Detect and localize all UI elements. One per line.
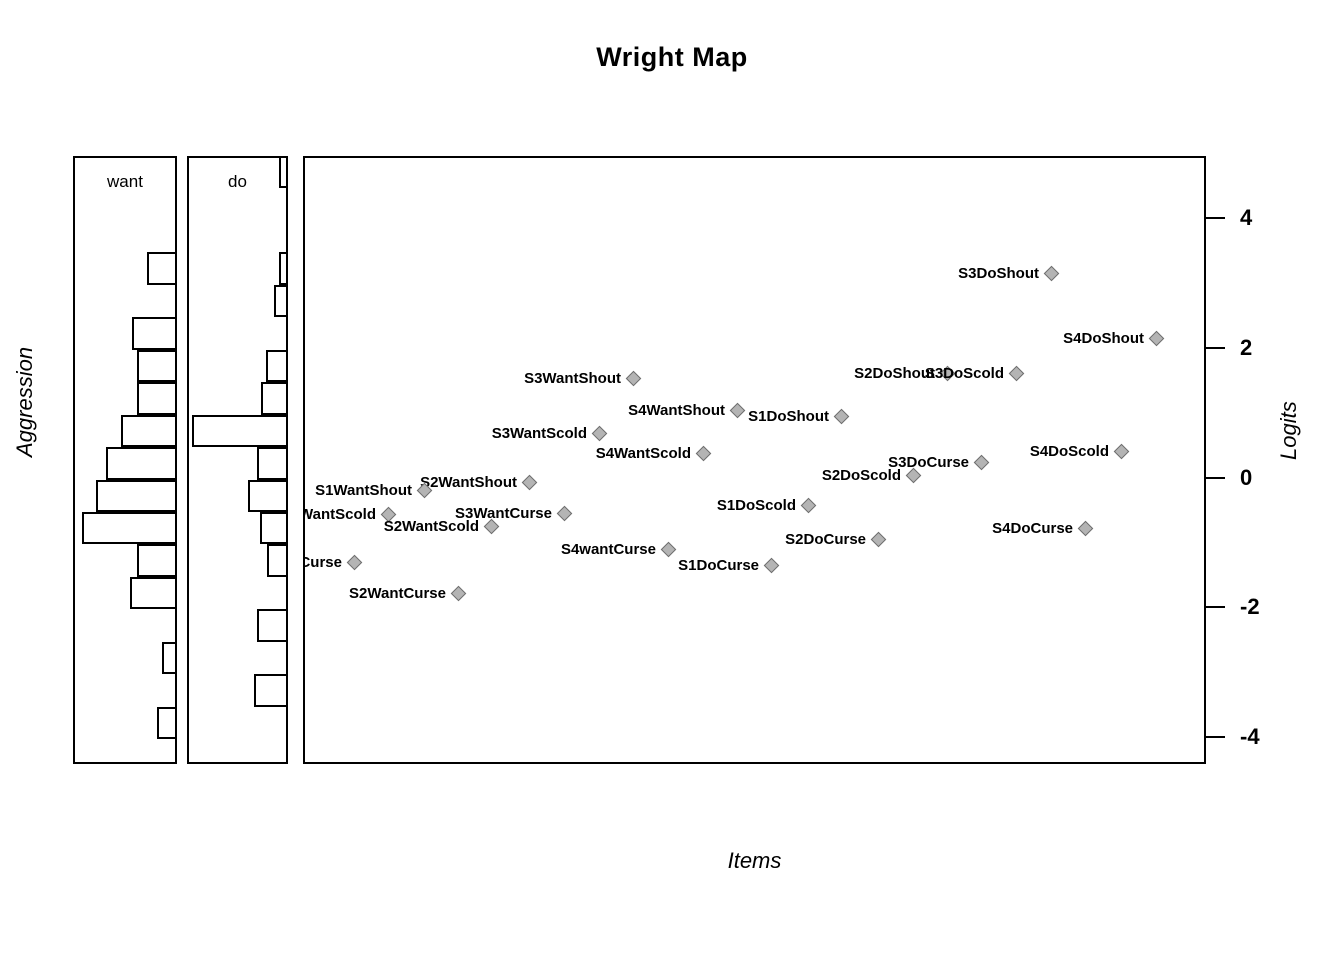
bottom-axis-label: Items (727, 848, 782, 873)
item-label: S4DoCurse (992, 520, 1073, 538)
item-label: S3DoShout (958, 264, 1039, 282)
want-histogram-bar (162, 641, 175, 675)
do-histogram-bar (279, 158, 286, 188)
item-marker-diamond (450, 586, 467, 602)
want-histogram-bar (132, 317, 175, 350)
item-label: S4DoScold (1029, 443, 1109, 461)
item-marker-diamond (870, 532, 887, 548)
want-histogram-bar (130, 576, 175, 610)
right-axis-tick (1206, 346, 1225, 349)
do-histogram-bar (192, 414, 286, 448)
right-axis-tick-label: -4 (1240, 724, 1260, 749)
item-label: S4DoShout (1063, 330, 1144, 348)
item-marker-diamond (973, 455, 990, 471)
want-histogram-bar (147, 252, 175, 285)
item-label: S2DoScold (821, 466, 901, 484)
item-label: S1DoShout (748, 408, 829, 426)
item-label: S1WantShout (315, 481, 412, 499)
item-marker-diamond (695, 445, 712, 462)
item-label: S2DoShout (854, 364, 935, 382)
right-axis-tick (1206, 217, 1225, 219)
item-label: S3WantShout (524, 369, 621, 387)
do-histogram-bar (267, 544, 286, 577)
item-marker-diamond (1113, 443, 1130, 460)
item-label: S3WantScold (491, 425, 587, 443)
right-axis-tick (1206, 606, 1225, 609)
do-histogram-bar (248, 479, 286, 512)
do-histogram-bar (254, 674, 286, 707)
item-label: S1DoScold (716, 497, 796, 515)
item-label: S4WantScold (595, 445, 691, 463)
item-label: S4wantCurse (560, 541, 656, 559)
want-histogram-bar (106, 447, 175, 480)
item-label: S3WantCurse (455, 504, 552, 522)
want-histogram-bar (82, 511, 175, 545)
want-histogram-bar (157, 706, 175, 739)
item-marker-diamond (729, 402, 746, 418)
do-histogram-bar (266, 349, 286, 383)
item-label: S2WantShout (420, 473, 517, 491)
item-marker-diamond (1043, 265, 1060, 282)
want-histogram-bar (137, 544, 175, 577)
item-marker-diamond (521, 474, 538, 491)
item-label: S3DoScold (924, 364, 1004, 382)
want-histogram-bar (137, 349, 175, 383)
do-histogram-bar (257, 447, 286, 480)
page-title: Wright Map (596, 42, 748, 72)
item-label: S2WantScold (383, 517, 479, 535)
want-histogram-bar (121, 414, 175, 448)
do-histogram-bar (261, 382, 286, 415)
right-axis-tick-label: -2 (1240, 594, 1260, 620)
item-marker-diamond (556, 505, 573, 522)
item-label: S2DoCurse (785, 531, 866, 549)
want-panel-header: want (107, 172, 143, 191)
right-axis-tick (1206, 476, 1225, 479)
item-marker-diamond (625, 370, 642, 387)
want-histogram-bar (137, 382, 175, 415)
item-marker-diamond (591, 425, 608, 442)
item-label: S4WantShout (628, 401, 725, 419)
item-label: S1WantCurse (305, 553, 342, 571)
item-marker-diamond (346, 554, 363, 570)
do-panel-header: do (228, 172, 247, 191)
item-marker-diamond (1008, 365, 1025, 382)
item-label: S1DoCurse (678, 556, 759, 574)
item-marker-diamond (660, 541, 677, 558)
right-axis-tick-label: 4 (1240, 205, 1253, 230)
item-marker-diamond (833, 408, 850, 425)
item-label: S1WantScold (305, 506, 376, 524)
want-histogram-bar (96, 479, 175, 512)
do-histogram-bar (279, 252, 286, 285)
item-label: S2WantCurse (349, 585, 446, 603)
do-histogram-bar (257, 609, 286, 642)
right-axis-tick (1206, 736, 1225, 738)
want-histogram-panel: want (73, 156, 177, 764)
do-histogram-panel: do (187, 156, 288, 764)
item-label: S3DoCurse (888, 454, 969, 472)
item-marker-diamond (1148, 331, 1165, 347)
right-axis-tick-label: 0 (1240, 464, 1253, 490)
item-marker-diamond (763, 557, 780, 574)
item-marker-diamond (800, 497, 817, 514)
right-axis-tick-label: 2 (1240, 334, 1253, 360)
do-histogram-bar (260, 511, 286, 545)
do-histogram-bar (274, 284, 286, 318)
item-marker-diamond (1077, 521, 1094, 537)
